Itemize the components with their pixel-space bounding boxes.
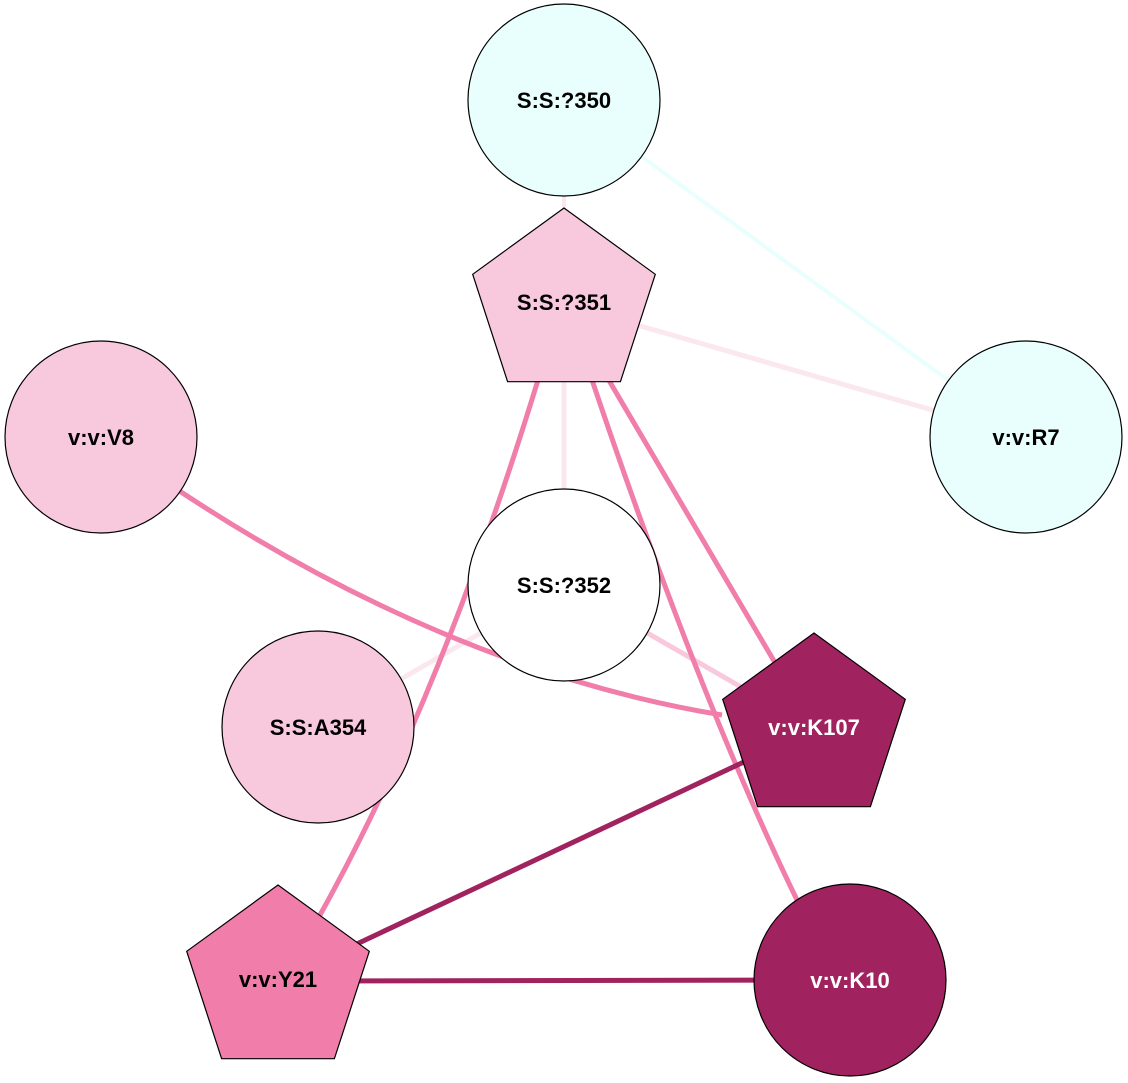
node-label: v:v:V8 (68, 425, 134, 450)
node-v-v-r7[interactable]: v:v:R7 (929, 340, 1123, 534)
edge-v-v-v8-to-v-v-k107 (176, 487, 723, 718)
edge-s-s-351-to-v-v-k10 (589, 379, 800, 902)
node-s-s-a354[interactable]: S:S:A354 (221, 630, 415, 824)
node-label: S:S:?352 (517, 573, 611, 598)
node-label: v:v:K10 (810, 968, 889, 993)
node-circle-shape (753, 883, 947, 1077)
node-circle-shape (467, 488, 661, 682)
node-s-s-351[interactable]: S:S:?351 (471, 207, 657, 383)
node-pentagon-shape (721, 632, 907, 808)
node-circle-shape (467, 3, 661, 197)
node-circle-shape (221, 630, 415, 824)
node-label: v:v:R7 (992, 425, 1059, 450)
node-label: v:v:K107 (768, 715, 860, 740)
node-circle-shape (929, 340, 1123, 534)
edge-v-v-k107-to-v-v-y21 (276, 726, 816, 984)
node-label: v:v:Y21 (239, 967, 317, 992)
node-pentagon-shape (471, 207, 657, 383)
node-v-v-k107[interactable]: v:v:K107 (721, 632, 907, 808)
node-s-s-350[interactable]: S:S:?350 (467, 3, 661, 197)
node-s-s-352[interactable]: S:S:?352 (467, 488, 661, 682)
node-v-v-v8[interactable]: v:v:V8 (4, 340, 198, 534)
node-label: S:S:?350 (517, 88, 611, 113)
node-pentagon-shape (185, 884, 371, 1060)
edge-s-s-351-to-v-v-y21 (317, 379, 541, 917)
node-v-v-y21[interactable]: v:v:Y21 (185, 884, 371, 1060)
node-v-v-k10[interactable]: v:v:K10 (753, 883, 947, 1077)
node-circle-shape (4, 340, 198, 534)
node-label: S:S:A354 (270, 715, 367, 740)
node-label: S:S:?351 (517, 290, 611, 315)
